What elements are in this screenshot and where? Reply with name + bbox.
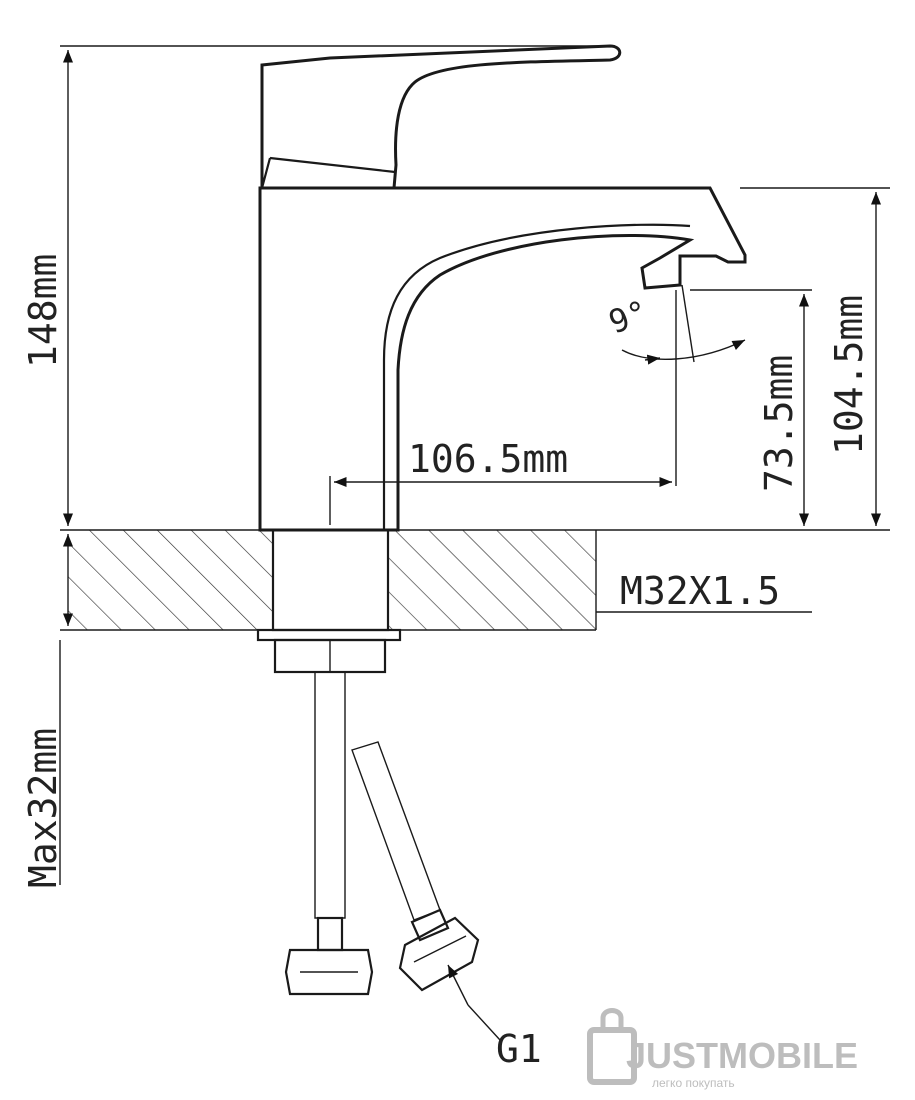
thread-label: M32X1.5 [620,569,780,613]
hose-thread-label: G1 [496,1027,542,1071]
bag-icon [587,1008,637,1085]
spout-reach-label: 106.5mm [408,437,568,481]
watermark: JUSTMOBILE легко покупать [587,1008,858,1090]
watermark-tagline: легко покупать [652,1076,735,1090]
supply-hoses [284,671,480,996]
angle-label: 9° [604,293,653,342]
lock-nut [256,628,402,674]
watermark-brand: JUSTMOBILE [626,1035,858,1076]
dimension-labels: 148mm 104.5mm 73.5mm 106.5mm 9° M32X1.5 … [21,254,871,1071]
spout-height-label: 104.5mm [827,295,871,455]
total-height-label: 148mm [21,254,65,368]
dimension-lines [59,45,890,1041]
countertop-section [60,529,890,631]
faucet-body [258,186,747,532]
outlet-height-label: 73.5mm [757,355,801,492]
faucet-handle [260,44,622,190]
max-counter-label: Max32mm [21,728,65,888]
